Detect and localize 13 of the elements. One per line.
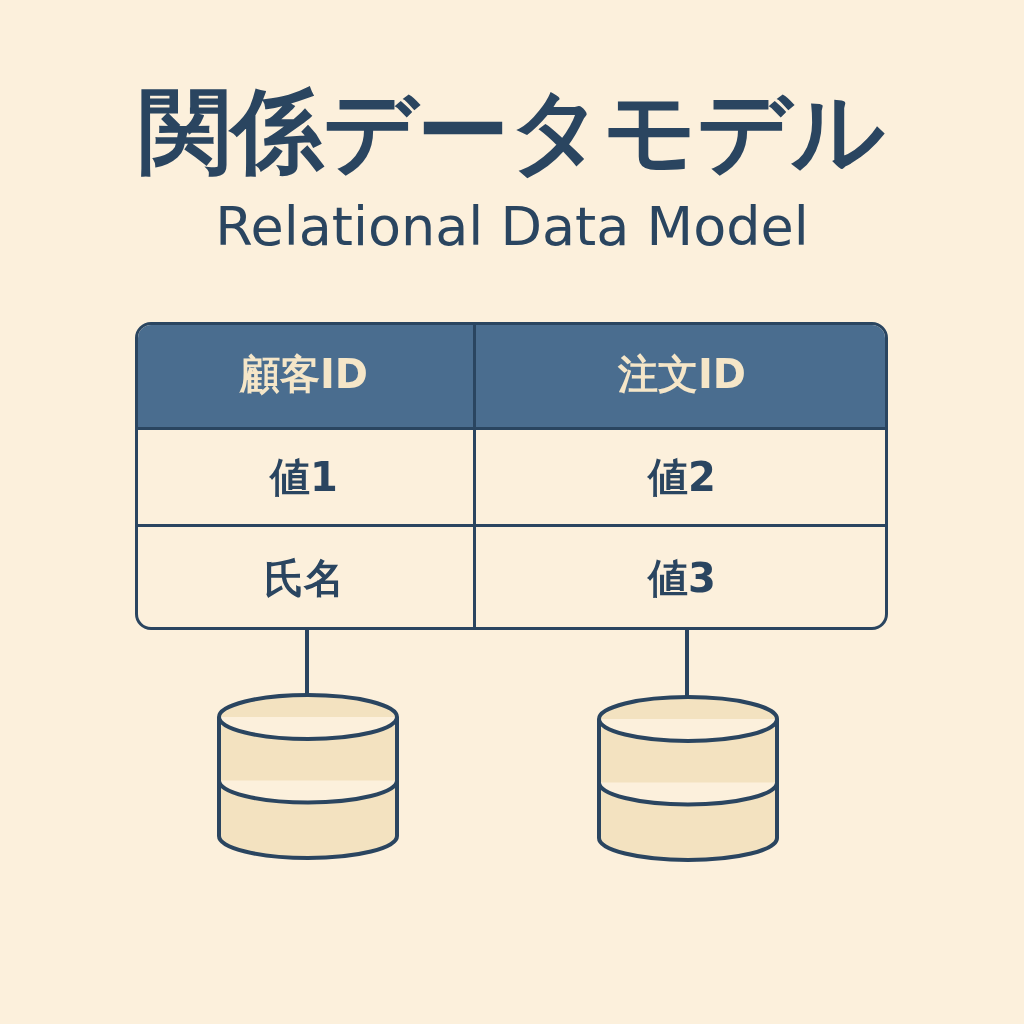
connector-line <box>305 630 309 695</box>
subtitle: Relational Data Model <box>215 195 809 258</box>
database-cylinder <box>597 695 779 862</box>
column-header: 顧客ID <box>138 325 476 430</box>
table-cell: 値1 <box>138 430 476 527</box>
table <box>135 322 888 630</box>
title: 関係データモデル <box>139 77 885 187</box>
column-header: 注文ID <box>476 325 885 430</box>
database-cylinder <box>217 693 399 860</box>
table-cell: 値3 <box>476 527 885 627</box>
table-cell: 値2 <box>476 430 885 527</box>
connector-line <box>685 630 689 697</box>
table-cell: 氏名 <box>138 527 476 627</box>
